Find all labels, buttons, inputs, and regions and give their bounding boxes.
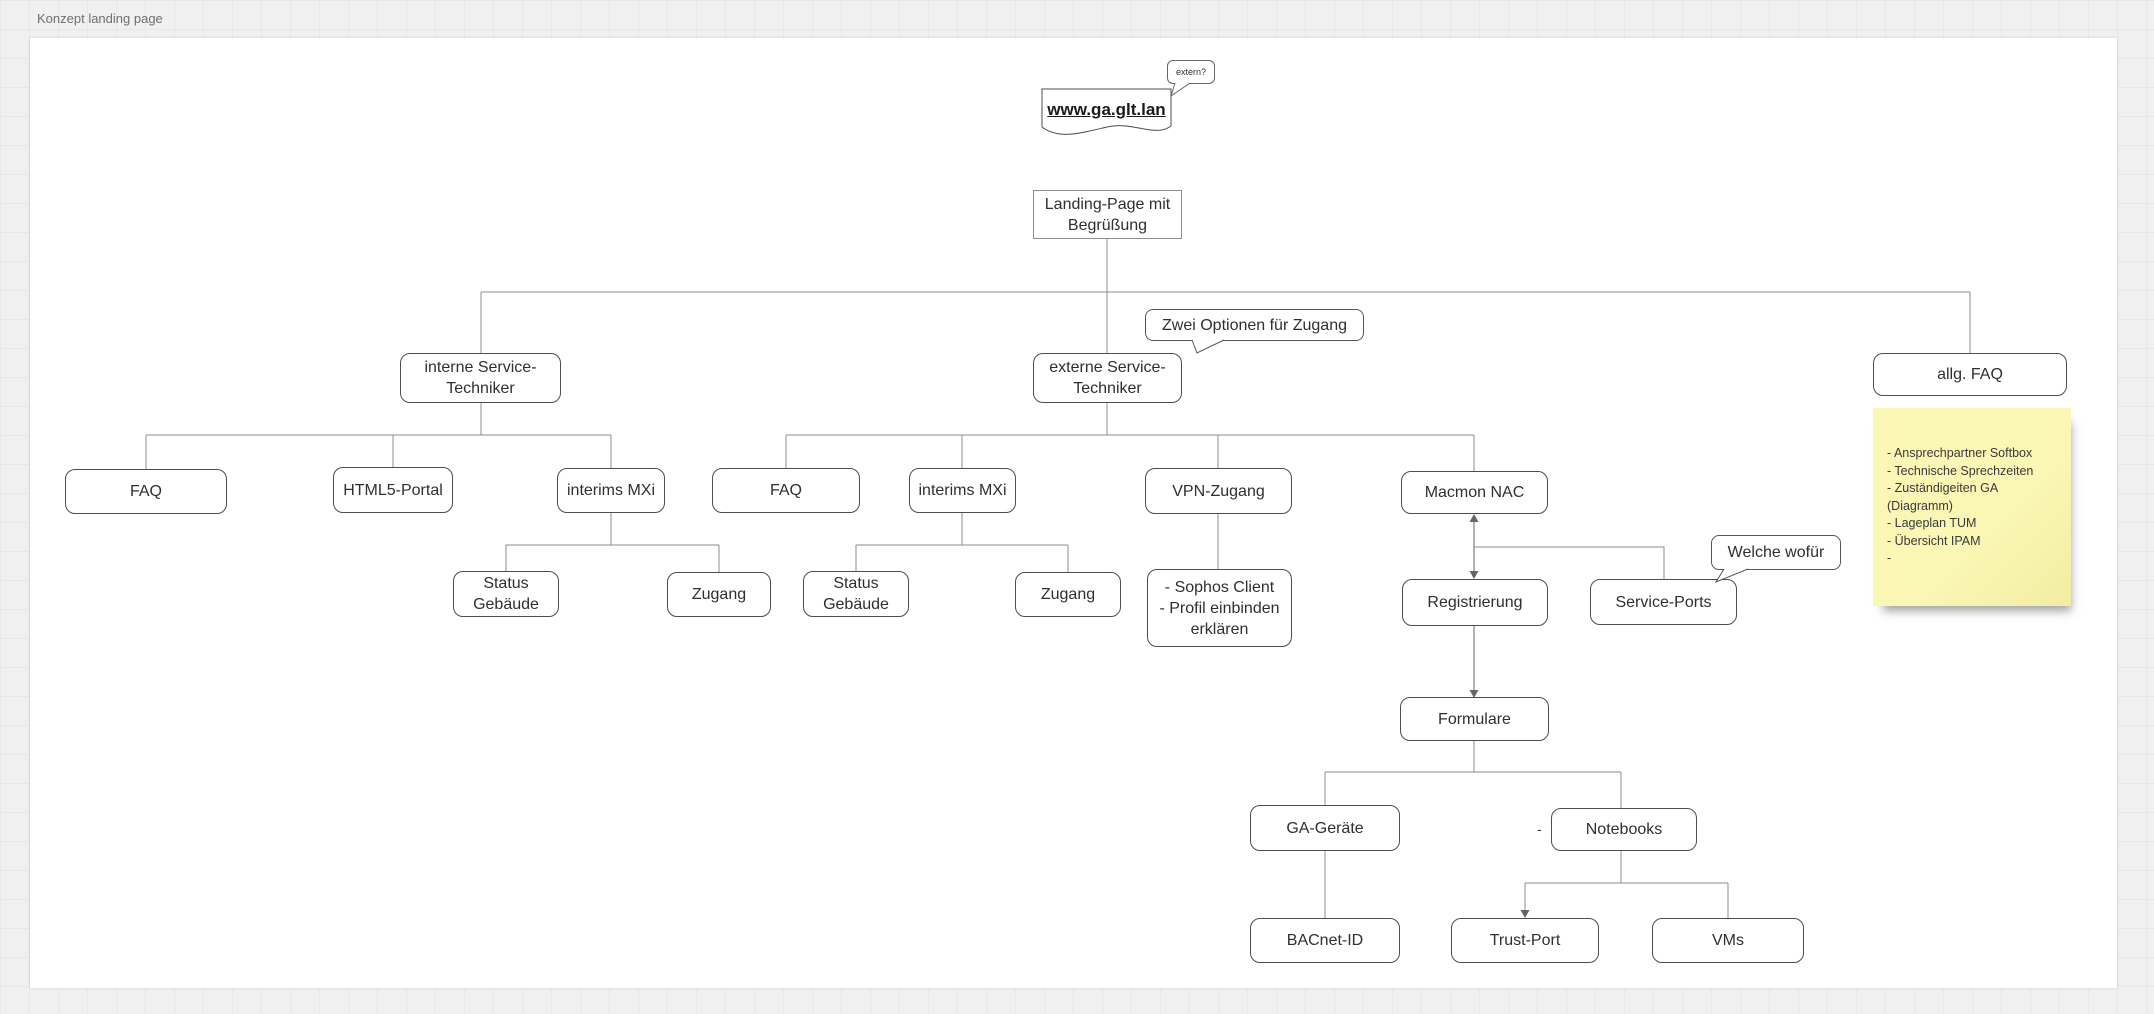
sticky-note-faq-topics[interactable]: - Ansprechpartner Softbox - Technische S… <box>1873 408 2071 606</box>
document-shape-icon <box>1041 88 1172 135</box>
diagram-canvas[interactable] <box>30 38 2117 988</box>
notebooks-edge-label: - <box>1537 821 1542 837</box>
node-html5-portal[interactable]: HTML5-Portal <box>333 467 453 513</box>
node-zugang-mid[interactable]: Zugang <box>1015 572 1121 617</box>
node-vpn-zugang[interactable]: VPN-Zugang <box>1145 468 1292 514</box>
node-landing-page[interactable]: Landing-Page mit Begrüßung <box>1033 190 1182 239</box>
node-interims-mxi-left[interactable]: interims MXi <box>557 468 665 513</box>
node-extern-callout[interactable]: extern? <box>1167 60 1215 84</box>
node-url-document[interactable]: www.ga.glt.lan <box>1041 88 1172 140</box>
node-welche-wofuer-callout[interactable]: Welche wofür <box>1711 535 1841 570</box>
node-vms[interactable]: VMs <box>1652 918 1804 963</box>
node-zwei-optionen-callout[interactable]: Zwei Optionen für Zugang <box>1145 309 1364 341</box>
node-faq-left[interactable]: FAQ <box>65 469 227 514</box>
node-status-gebaeude-mid[interactable]: Status Gebäude <box>803 571 909 617</box>
page-title: Konzept landing page <box>37 11 163 26</box>
node-ga-geraete[interactable]: GA-Geräte <box>1250 805 1400 851</box>
node-notebooks[interactable]: Notebooks <box>1551 808 1697 851</box>
node-formulare[interactable]: Formulare <box>1400 697 1549 741</box>
node-sophos-client[interactable]: - Sophos Client - Profil einbinden erklä… <box>1147 569 1292 647</box>
node-registrierung[interactable]: Registrierung <box>1402 579 1548 626</box>
node-macmon-nac[interactable]: Macmon NAC <box>1401 471 1548 514</box>
node-bacnet-id[interactable]: BACnet-ID <box>1250 918 1400 963</box>
node-status-gebaeude-left[interactable]: Status Gebäude <box>453 571 559 617</box>
url-label: www.ga.glt.lan <box>1047 100 1166 119</box>
node-zugang-left[interactable]: Zugang <box>667 572 771 617</box>
node-interims-mxi-mid[interactable]: interims MXi <box>909 468 1016 513</box>
node-interne-service-techniker[interactable]: interne Service- Techniker <box>400 353 561 403</box>
node-faq-mid[interactable]: FAQ <box>712 468 860 513</box>
node-service-ports[interactable]: Service-Ports <box>1590 579 1737 625</box>
node-trust-port[interactable]: Trust-Port <box>1451 918 1599 963</box>
node-allg-faq[interactable]: allg. FAQ <box>1873 353 2067 396</box>
node-externe-service-techniker[interactable]: externe Service- Techniker <box>1033 353 1182 403</box>
